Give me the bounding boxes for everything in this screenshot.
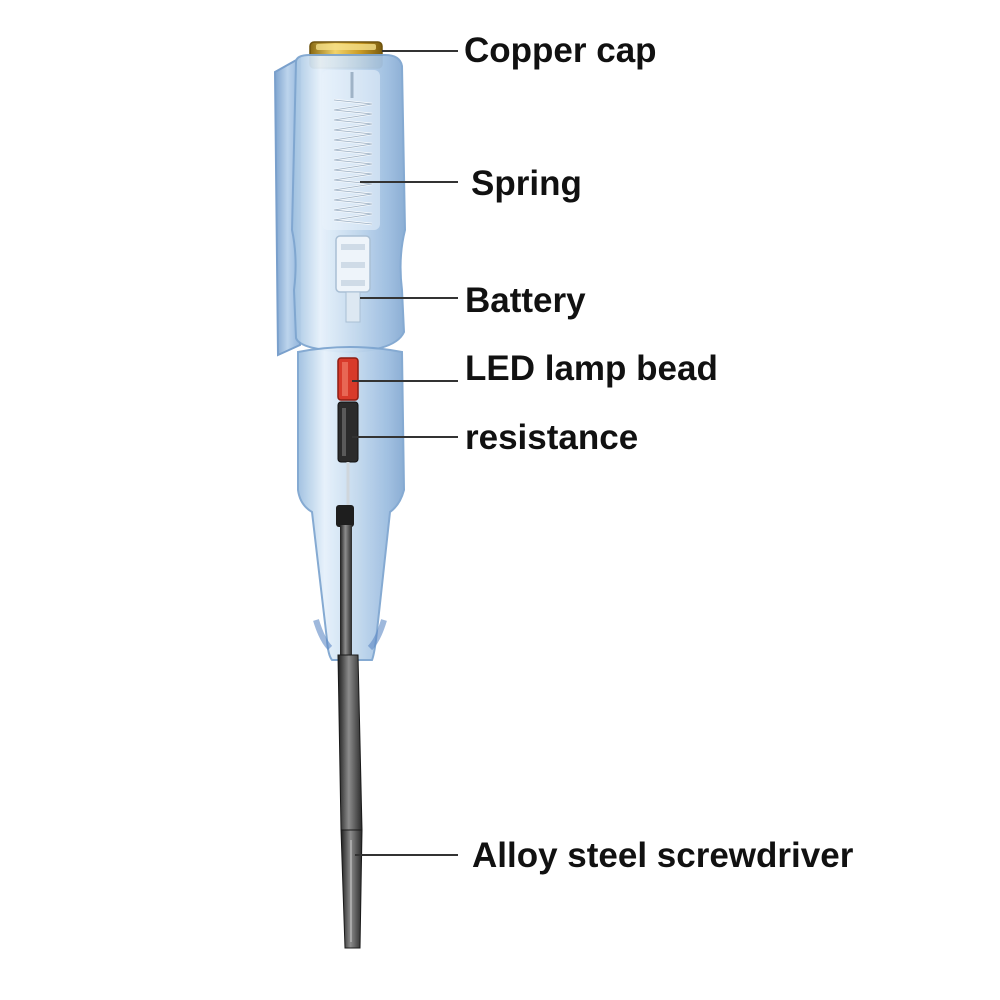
label-led-lamp-bead: LED lamp bead: [465, 349, 718, 388]
inner-rod: [336, 505, 354, 665]
label-alloy-steel-screwdriver: Alloy steel screwdriver: [472, 836, 854, 875]
screwdriver-shaft: [337, 654, 363, 949]
label-battery: Battery: [465, 281, 586, 320]
label-spring: Spring: [471, 164, 582, 203]
spring-part: [333, 72, 373, 226]
label-resistance: resistance: [465, 418, 639, 457]
resistance-part: [337, 401, 359, 510]
battery-part: [335, 235, 371, 323]
leader-lines: [352, 50, 458, 856]
label-copper-cap: Copper cap: [464, 31, 657, 70]
lower-body: [297, 346, 406, 661]
led-lamp-bead-part: [337, 357, 359, 401]
